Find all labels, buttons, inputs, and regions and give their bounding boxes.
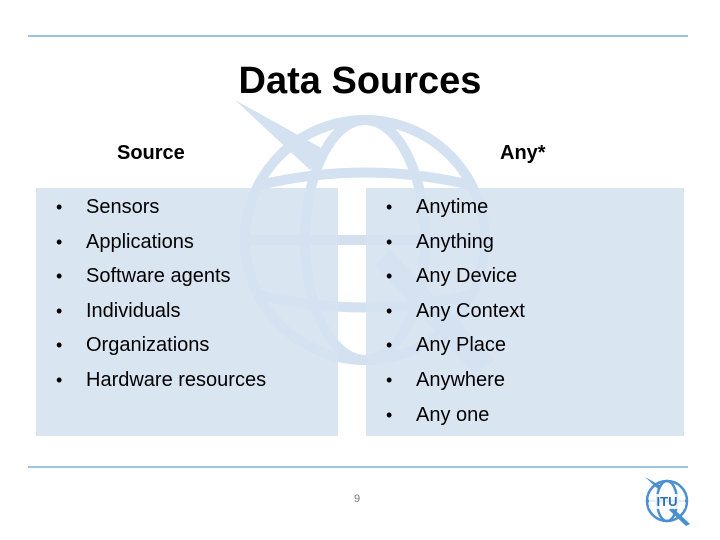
source-column-heading: Source — [117, 142, 185, 164]
source-list-panel: •Sensors •Applications •Software agents … — [36, 188, 338, 436]
list-item-label: Anything — [416, 230, 494, 253]
list-item-label: Any one — [416, 403, 490, 426]
list-item-label: Anytime — [416, 196, 489, 218]
bullet-icon: • — [386, 335, 393, 356]
bullet-icon: • — [386, 300, 393, 321]
list-item: • Anywhere — [386, 368, 525, 403]
list-item-label: Organizations — [86, 334, 210, 357]
any-list-panel: • Anytime • Anything • Any Device • Any Cont… — [366, 188, 684, 436]
list-item-label: Sensors — [86, 196, 160, 218]
list-item: • Applications — [56, 230, 266, 265]
slide-title: Data Sources — [238, 60, 482, 102]
list-item: • Any one — [386, 403, 525, 438]
list-item-label: Any Context — [416, 299, 525, 322]
logo-text: ITU — [657, 494, 678, 509]
list-item: • Sensors — [56, 195, 266, 230]
bullet-icon: • — [56, 266, 63, 287]
list-item-label: Any Device — [416, 265, 518, 288]
list-item-label: Individuals — [86, 299, 181, 322]
list-item-label: Applications — [86, 230, 194, 253]
list-item: • Any Device — [386, 264, 525, 299]
bullet-icon: • — [56, 197, 63, 217]
list-item: • Anything — [386, 230, 525, 265]
bullet-icon: • — [56, 369, 63, 390]
top-divider — [28, 35, 688, 37]
list-item: • Any Place — [386, 333, 525, 368]
list-item: • Any Context — [386, 299, 525, 334]
bullet-icon: • — [386, 197, 393, 217]
list-item-label: Any Place — [416, 334, 507, 357]
bullet-icon: • — [386, 404, 393, 425]
source-list: •Sensors •Applications •Software agents … — [56, 195, 266, 403]
list-item: • Anytime — [386, 195, 525, 230]
bullet-icon: • — [386, 231, 393, 252]
bottom-divider — [28, 466, 688, 468]
any-list: • Anytime • Anything • Any Device • Any Cont… — [386, 195, 525, 437]
page-number: 9 — [354, 493, 361, 505]
list-item: • Individuals — [56, 299, 266, 334]
list-item-label: Hardware resources — [86, 368, 267, 391]
any-column-heading: Any* — [500, 142, 546, 164]
itu-logo-icon: ITU — [645, 477, 690, 526]
bullet-icon: • — [56, 300, 63, 321]
list-item: • Organizations — [56, 333, 266, 368]
bullet-icon: • — [56, 231, 63, 252]
bullet-icon: • — [386, 369, 393, 390]
list-item-label: Anywhere — [416, 368, 505, 391]
list-item-label: Software agents — [86, 265, 231, 288]
bullet-icon: • — [56, 335, 63, 356]
list-item: • Software agents — [56, 264, 266, 299]
list-item: • Hardware resources — [56, 368, 266, 403]
bullet-icon: • — [386, 266, 393, 287]
